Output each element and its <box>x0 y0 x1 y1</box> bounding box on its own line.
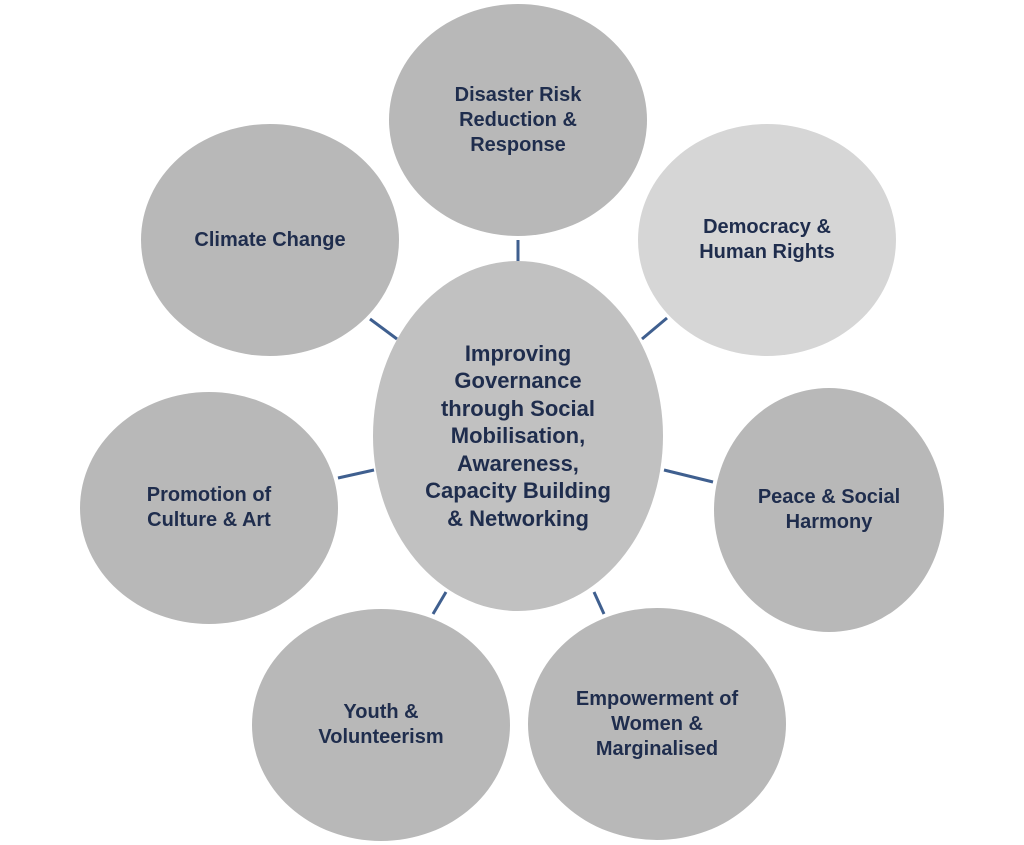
connector-youth <box>431 591 448 615</box>
node-youth-volunteerism: Youth & Volunteerism <box>252 609 510 841</box>
connector-democracy <box>641 316 668 341</box>
node-culture-art: Promotion of Culture & Art <box>80 392 338 624</box>
node-empowerment-women: Empowerment of Women & Marginalised <box>528 608 786 840</box>
node-democracy-human-rights: Democracy & Human Rights <box>638 124 896 356</box>
node-label: Peace & Social Harmony <box>757 486 901 533</box>
node-label: Empowerment of Women & Marginalised <box>575 687 739 760</box>
connector-culture <box>337 468 375 480</box>
connector-women <box>592 591 606 615</box>
connector-climate <box>369 317 398 341</box>
node-label: Climate Change <box>194 228 346 251</box>
node-label: Youth & Volunteerism <box>318 701 444 748</box>
node-label: Promotion of Culture & Art <box>146 484 272 531</box>
center-label: Improving Governance through Social Mobi… <box>425 340 611 531</box>
node-climate-change: Climate Change <box>141 124 399 356</box>
node-disaster-risk-reduction: Disaster Risk Reduction & Response <box>389 4 647 236</box>
connector-peace <box>663 468 714 484</box>
center-node-governance: Improving Governance through Social Mobi… <box>373 261 663 611</box>
node-label: Disaster Risk Reduction & Response <box>454 83 582 156</box>
node-label: Democracy & Human Rights <box>699 216 835 263</box>
node-peace-social-harmony: Peace & Social Harmony <box>714 388 944 632</box>
